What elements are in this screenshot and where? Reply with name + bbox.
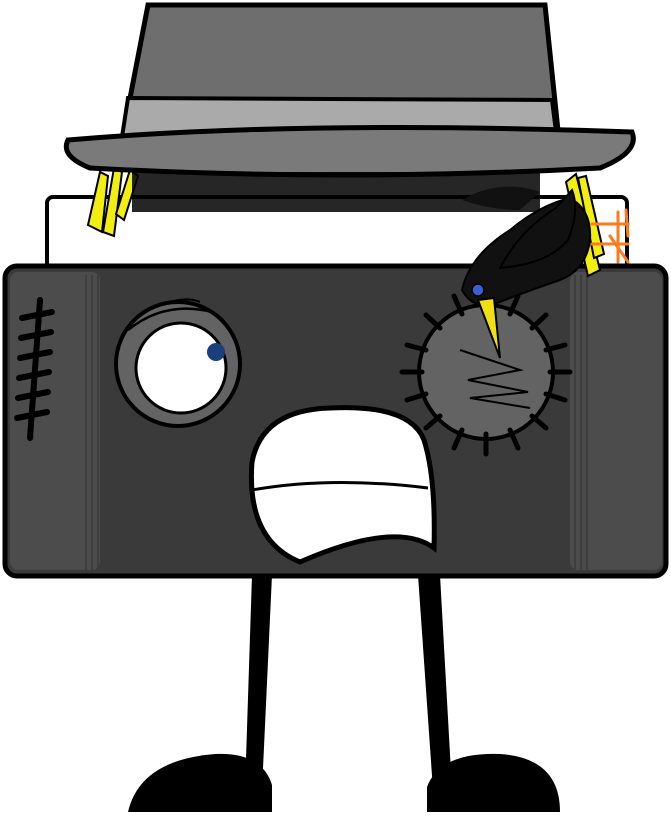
left-leg (245, 575, 272, 790)
left-eyebrow (127, 307, 213, 331)
right-leg (418, 575, 452, 790)
legs (128, 575, 560, 812)
hat-brim (63, 125, 636, 178)
crow (460, 186, 630, 359)
right-eye-patch (399, 287, 573, 457)
crow-feet (590, 208, 630, 264)
left-eye (114, 298, 242, 428)
right-foot (427, 753, 560, 812)
left-foot (128, 753, 272, 812)
scribble (459, 349, 531, 409)
crow-wing (498, 188, 577, 270)
crow-tail (462, 186, 540, 210)
hat (63, 2, 636, 212)
crow-beak (476, 296, 501, 359)
mouth (248, 405, 437, 565)
crow-eye (471, 283, 485, 297)
body-right-panel (570, 272, 662, 570)
stitches-left (14, 297, 55, 441)
panel-lines (85, 275, 588, 570)
left-pupil (207, 343, 225, 361)
body-left-panel (10, 272, 100, 570)
